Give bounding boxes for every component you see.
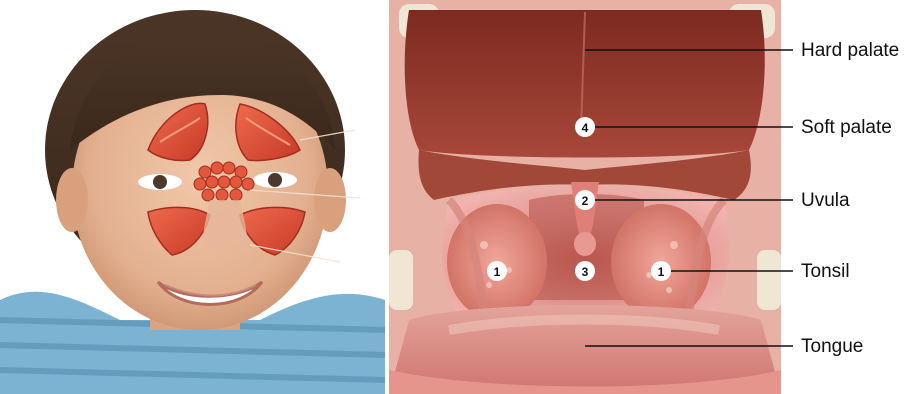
svg-text:1: 1 [494, 265, 501, 279]
marker-4: 4 [575, 117, 595, 137]
child-face-photo [0, 0, 385, 394]
svg-text:1: 1 [658, 265, 665, 279]
svg-text:4: 4 [582, 121, 589, 135]
svg-text:3: 3 [582, 265, 589, 279]
svg-text:2: 2 [582, 194, 589, 208]
sinus-illustration-panel [0, 0, 385, 394]
label-tongue: Tongue [801, 337, 863, 356]
label-uvula: Uvula [801, 191, 850, 210]
label-tonsil: Tonsil [801, 262, 850, 281]
marker-2: 2 [575, 190, 595, 210]
marker-3: 3 [575, 261, 595, 281]
marker-1-right: 1 [651, 261, 671, 281]
throat-anatomy-panel: 4 2 1 3 1 Hard palate Soft palate Uvula … [389, 0, 919, 394]
label-hard-palate: Hard palate [801, 41, 899, 60]
label-soft-palate: Soft palate [801, 118, 892, 137]
marker-1-left: 1 [487, 261, 507, 281]
